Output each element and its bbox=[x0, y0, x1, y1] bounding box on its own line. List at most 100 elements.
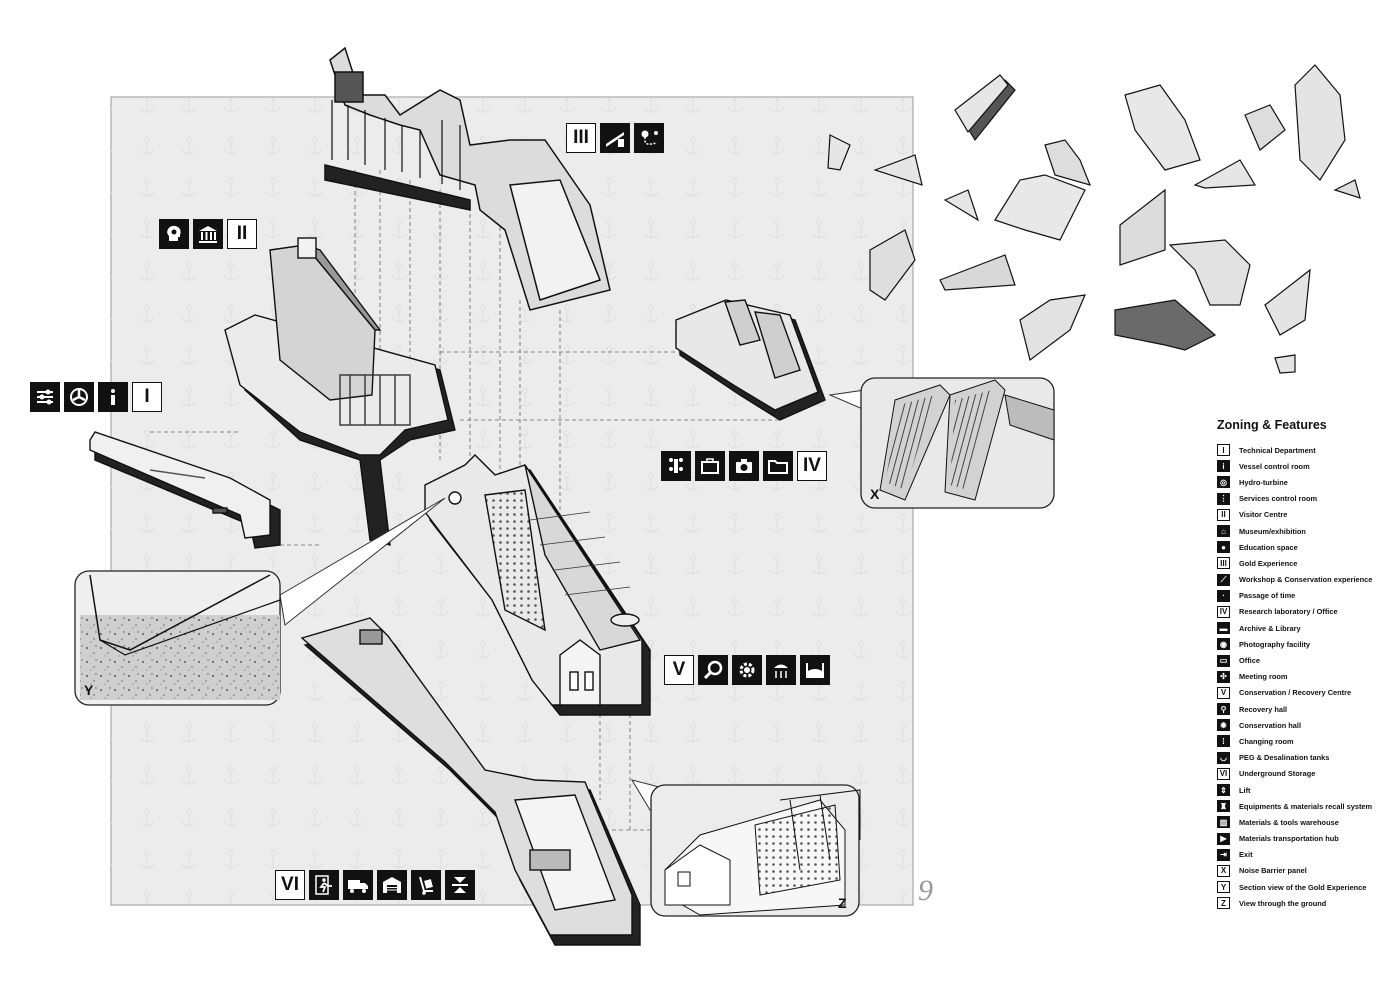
zone-ii-label: II bbox=[227, 219, 257, 249]
legend-key-icon: Z bbox=[1217, 897, 1230, 910]
zone-iii-label: III bbox=[566, 123, 596, 153]
legend-key-icon: ✣ bbox=[1217, 670, 1230, 683]
zone-vi-storage bbox=[300, 617, 641, 946]
exit-icon bbox=[309, 870, 339, 900]
camera-icon bbox=[729, 451, 759, 481]
legend-label: Hydro-turbine bbox=[1239, 477, 1288, 487]
legend-label: Photography facility bbox=[1239, 639, 1311, 649]
inset-x-label: X bbox=[870, 486, 880, 502]
zone-v-label: V bbox=[664, 655, 694, 685]
noise-barrier-panels bbox=[827, 64, 1361, 374]
turbine-icon bbox=[64, 382, 94, 412]
legend-key-icon: ⌂ bbox=[1217, 525, 1230, 538]
folder-icon bbox=[763, 451, 793, 481]
legend-key-icon: II bbox=[1217, 508, 1230, 521]
legend-item: ⟋ Workshop & Conservation experience bbox=[1217, 572, 1392, 588]
zone-ii-visitor-centre bbox=[224, 237, 456, 546]
legend-label: Conservation / Recovery Centre bbox=[1239, 688, 1352, 698]
legend-label: Lift bbox=[1239, 785, 1251, 795]
legend-key-icon: ◉ bbox=[1217, 638, 1230, 651]
zone-iii-walkway bbox=[324, 46, 611, 311]
legend-item: ∙ Passage of time bbox=[1217, 588, 1392, 604]
legend-label: Exit bbox=[1239, 850, 1253, 860]
legend-key-icon: ⁞ bbox=[1217, 735, 1230, 748]
zone-ii-tags: II bbox=[159, 219, 257, 249]
page-number: 9 bbox=[918, 874, 933, 907]
legend-item: i Vessel control room bbox=[1217, 458, 1392, 474]
legend-label: Visitor Centre bbox=[1239, 510, 1288, 520]
legend-key-icon: IV bbox=[1217, 605, 1230, 618]
legend-label: Education space bbox=[1239, 542, 1298, 552]
inset-x bbox=[860, 377, 1055, 509]
zone-vi-tags: VI bbox=[275, 870, 475, 900]
legend-label: PEG & Desalination tanks bbox=[1239, 753, 1330, 763]
legend-label: Passage of time bbox=[1239, 591, 1296, 601]
legend-label: Office bbox=[1239, 656, 1260, 666]
legend-item: IV Research laboratory / Office bbox=[1217, 604, 1392, 620]
zone-i-label: I bbox=[132, 382, 162, 412]
legend-item: III Gold Experience bbox=[1217, 555, 1392, 571]
legend-item: ⇥ Exit bbox=[1217, 847, 1392, 863]
legend-key-icon: ▭ bbox=[1217, 654, 1230, 667]
legend-item: ◉ Photography facility bbox=[1217, 636, 1392, 652]
legend-key-icon: ▥ bbox=[1217, 816, 1230, 829]
legend-key-icon: ⇥ bbox=[1217, 848, 1230, 861]
legend-label: Research laboratory / Office bbox=[1239, 607, 1338, 617]
legend-label: View through the ground bbox=[1239, 898, 1327, 908]
legend-label: Meeting room bbox=[1239, 672, 1288, 682]
legend-item: ▭ Office bbox=[1217, 652, 1392, 668]
legend-label: Vessel control room bbox=[1239, 461, 1310, 471]
legend-key-icon: i bbox=[1217, 460, 1230, 473]
legend-key-icon: ∙ bbox=[1217, 589, 1230, 602]
zone-i-technical bbox=[89, 431, 281, 549]
zone-i-tags: I bbox=[30, 382, 162, 412]
legend-label: Materials & tools warehouse bbox=[1239, 817, 1339, 827]
legend-label: Museum/exhibition bbox=[1239, 526, 1306, 536]
legend-label: Materials transportation hub bbox=[1239, 834, 1339, 844]
inset-y-label: Y bbox=[84, 682, 94, 698]
legend-key-icon: ◎ bbox=[1217, 476, 1230, 489]
legend-key-icon: ◡ bbox=[1217, 751, 1230, 764]
magnifier-icon bbox=[698, 655, 728, 685]
legend-label: Services control room bbox=[1239, 494, 1318, 504]
legend-item: ✹Conservation hall bbox=[1217, 717, 1392, 733]
zone-iv-research bbox=[675, 299, 826, 421]
legend-key-icon: ⚲ bbox=[1217, 703, 1230, 716]
briefcase-icon bbox=[695, 451, 725, 481]
legend-key-icon: ▬ bbox=[1217, 622, 1230, 635]
legend-rows: I Technical Department i Vessel control roo… bbox=[1217, 442, 1392, 911]
trolley-icon bbox=[411, 870, 441, 900]
legend-key-icon: VI bbox=[1217, 767, 1230, 780]
legend-item: V Conservation / Recovery Centre bbox=[1217, 685, 1392, 701]
legend-item: ▬ Archive & Library bbox=[1217, 620, 1392, 636]
legend-label: Archive & Library bbox=[1239, 623, 1301, 633]
legend-label: Workshop & Conservation experience bbox=[1239, 575, 1373, 585]
legend-key-icon: I bbox=[1217, 444, 1230, 457]
legend-label: Equipments & materials recall system bbox=[1239, 801, 1373, 811]
zone-iii-tags: III bbox=[566, 123, 664, 153]
legend-item: ⚲Recovery hall bbox=[1217, 701, 1392, 717]
legend-key-icon: ● bbox=[1217, 541, 1230, 554]
legend-item: ▶Materials transportation hub bbox=[1217, 831, 1392, 847]
legend-label: Section view of the Gold Experience bbox=[1239, 882, 1367, 892]
shower-icon bbox=[766, 655, 796, 685]
legend-label: Technical Department bbox=[1239, 445, 1316, 455]
legend-key-icon: ⋮ bbox=[1217, 492, 1230, 505]
workshop-icon bbox=[600, 123, 630, 153]
legend-key-icon: ⟋ bbox=[1217, 573, 1230, 586]
legend-item: ⌂ Museum/exhibition bbox=[1217, 523, 1392, 539]
legend-item: ♜Equipments & materials recall system bbox=[1217, 798, 1392, 814]
legend-key-icon: ⇕ bbox=[1217, 784, 1230, 797]
legend-label: Gold Experience bbox=[1239, 558, 1298, 568]
legend-item: Z View through the ground bbox=[1217, 895, 1392, 911]
legend-item: ● Education space bbox=[1217, 539, 1392, 555]
legend-item: ⇕ Lift bbox=[1217, 782, 1392, 798]
legend-key-icon: V bbox=[1217, 686, 1230, 699]
legend-key-icon: III bbox=[1217, 557, 1230, 570]
gear-icon bbox=[732, 655, 762, 685]
tank-icon bbox=[800, 655, 830, 685]
